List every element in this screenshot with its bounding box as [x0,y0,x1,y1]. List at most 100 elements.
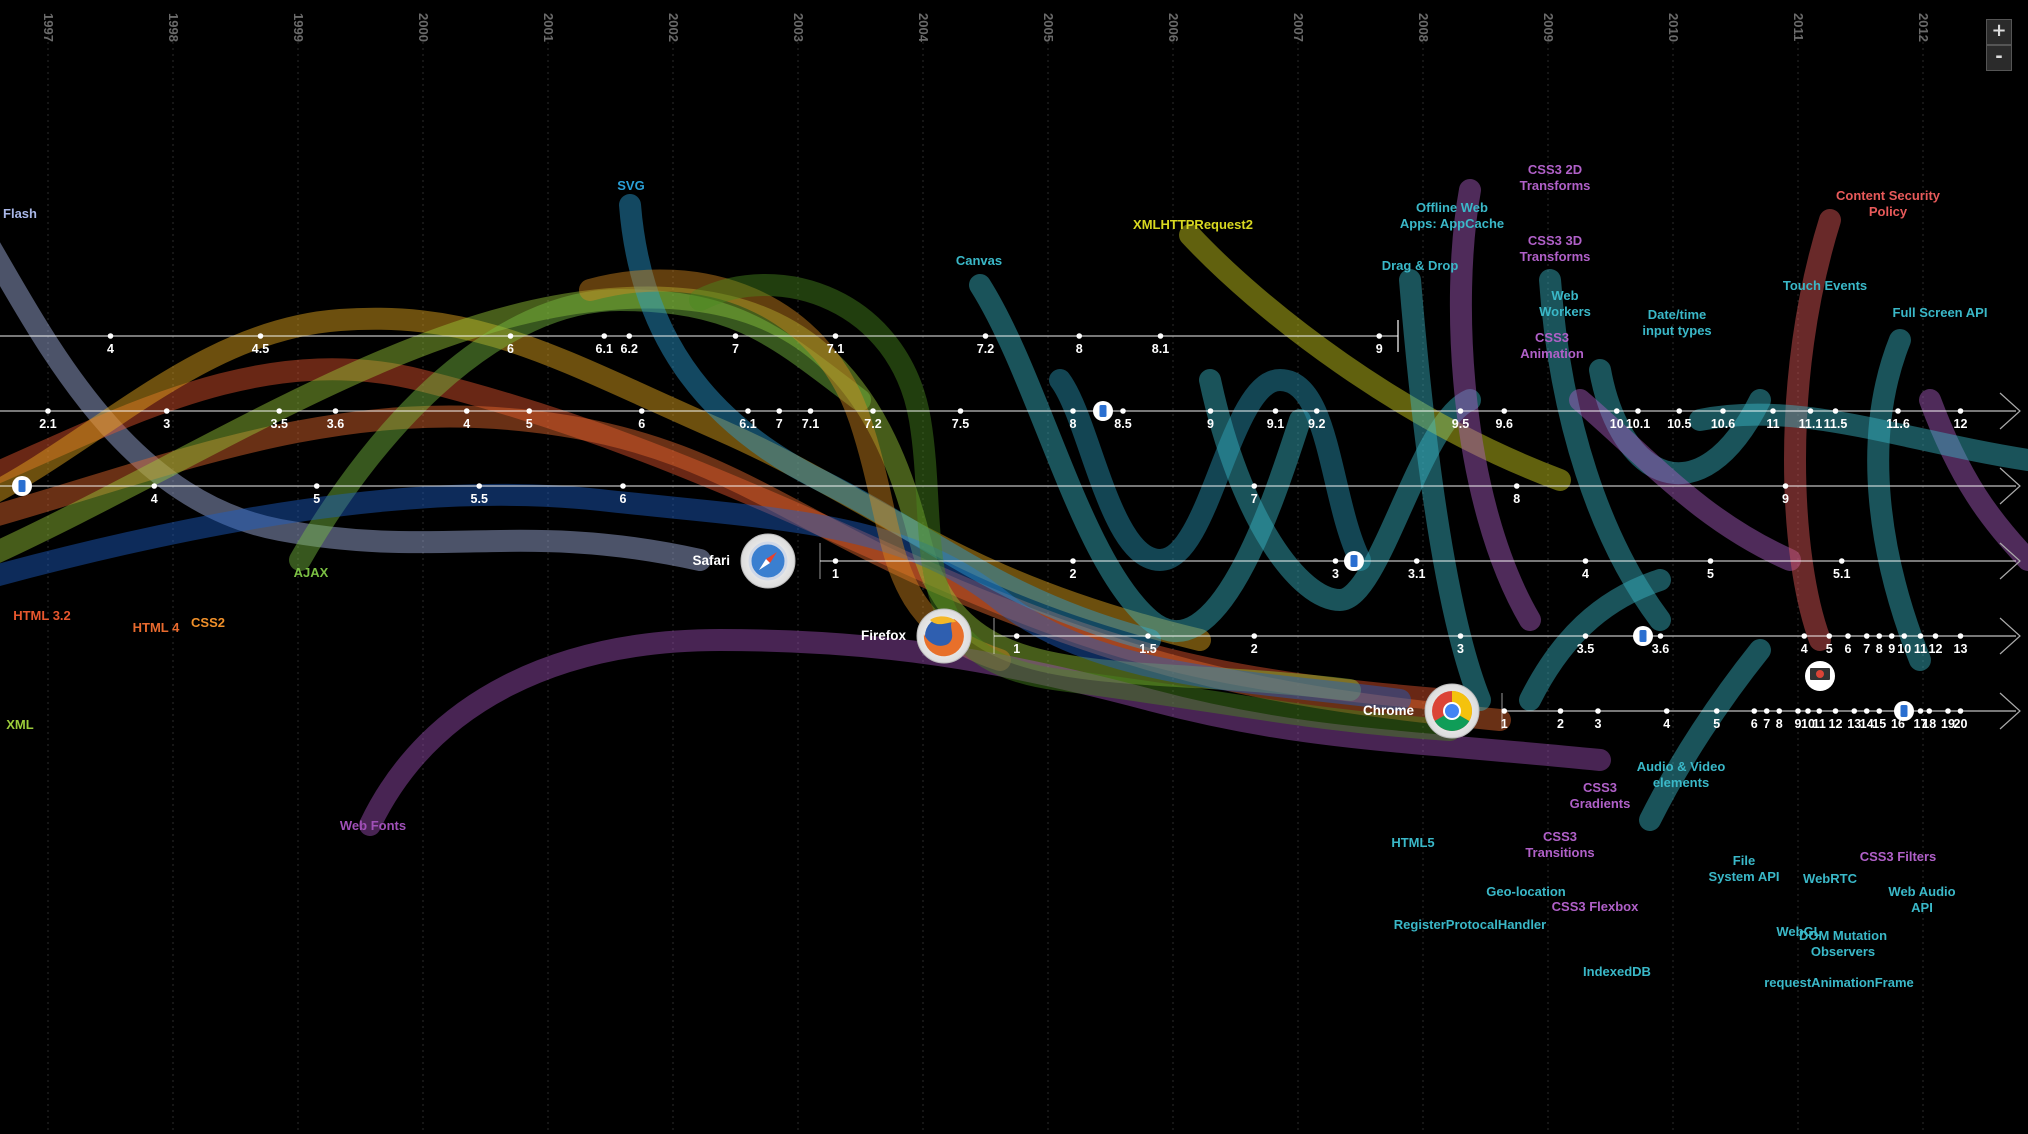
technology-ribbon [1049,368,1371,572]
technology-label[interactable]: CSS2 [191,615,225,630]
version-label: 7.5 [952,417,969,431]
version-label: 6 [638,417,645,431]
technology-ribbon [689,274,1461,741]
version-dot [1376,333,1383,339]
mobile-device-icon[interactable] [1894,701,1914,721]
technology-label[interactable]: Canvas [956,253,1002,268]
chromebook-icon[interactable] [1805,661,1835,691]
version-dot [1332,558,1339,564]
technology-label[interactable]: CSS3 Flexbox [1552,899,1639,914]
track-arrow [1999,392,2021,430]
technology-label[interactable]: WebGL [1776,924,1821,939]
version-label: 6.1 [739,417,756,431]
technology-ribbon [1639,639,1771,831]
technology-label[interactable]: HTML 4 [133,620,180,635]
version-dot [1513,483,1520,489]
year-tick-label: 2005 [1041,13,1056,42]
version-label: 9 [1782,492,1789,506]
browser-name-label: Chrome [1363,703,1414,718]
technology-label[interactable]: Drag & Drop [1382,258,1459,273]
year-tick-label: 2007 [1291,13,1306,42]
mobile-device-icon[interactable] [12,476,32,496]
version-label: 6 [1845,642,1852,656]
version-label: 5 [526,417,533,431]
technology-ribbon [0,242,711,571]
technology-label[interactable]: SVG [617,178,644,193]
version-label: 8 [1070,417,1077,431]
technology-label[interactable]: Full Screen API [1893,305,1988,320]
version-dot [1876,633,1883,639]
technology-label[interactable]: HTML5 [1391,835,1434,850]
year-tick-label: 2003 [791,13,806,42]
version-label: 4 [463,417,470,431]
technology-label[interactable]: RegisterProtocalHandler [1394,917,1546,932]
zoom-out-button[interactable]: - [1986,45,2012,71]
version-dot [1763,708,1770,714]
technology-label[interactable]: WebRTC [1803,871,1858,886]
firefox-logo-icon[interactable] [916,608,972,664]
version-dot [151,483,158,489]
mobile-device-icon[interactable] [1633,626,1653,646]
technology-label[interactable]: Web Fonts [340,818,406,833]
mobile-device-icon[interactable] [1344,551,1364,571]
version-label: 8 [1876,642,1883,656]
track-arrow [1999,542,2021,580]
version-dot [1807,408,1814,414]
version-label: 10.5 [1667,417,1691,431]
technology-label[interactable]: Geo-location [1486,884,1566,899]
version-dot [1557,708,1564,714]
version-dot [957,408,964,414]
version-label: 4 [1801,642,1808,656]
version-label: 3.6 [1652,642,1669,656]
version-label: 13 [1847,717,1861,731]
version-label: 3.5 [271,417,288,431]
version-dot [1657,633,1664,639]
version-label: 9 [1207,417,1214,431]
technology-label[interactable]: CSS3 Filters [1860,849,1937,864]
technology-label[interactable]: IndexedDB [1583,964,1651,979]
technology-label[interactable]: HTML 3.2 [13,608,71,623]
technology-label[interactable]: requestAnimationFrame [1764,975,1914,990]
technology-label[interactable]: Touch Events [1783,278,1867,293]
version-label: 3.6 [327,417,344,431]
technology-label[interactable]: XMLHTTPRequest2 [1133,217,1253,232]
version-label: 7 [776,417,783,431]
zoom-in-button[interactable]: + [1986,19,2012,45]
version-dot [982,333,989,339]
mobile-device-icon[interactable] [1093,401,1113,421]
safari-logo-icon[interactable] [740,533,796,589]
technology-ribbon [1589,359,1771,485]
technology-label[interactable]: Flash [3,206,37,221]
version-label: 13 [1954,642,1968,656]
chrome-logo-icon[interactable] [1424,683,1480,739]
version-label: 9 [1376,342,1383,356]
version-dot [1076,333,1083,339]
version-label: 7 [1763,717,1770,731]
version-dot [1957,633,1964,639]
technology-label[interactable]: XML [6,717,34,732]
track-arrow [1999,467,2021,505]
version-dot [1957,708,1964,714]
version-label: 10.1 [1626,417,1650,431]
version-label: 9.5 [1452,417,1469,431]
version-dot [1676,408,1683,414]
version-dot [257,333,264,339]
version-label: 5 [1713,717,1720,731]
technology-label[interactable]: AJAX [294,565,329,580]
version-dot [1457,408,1464,414]
year-tick-label: 2006 [1166,13,1181,42]
